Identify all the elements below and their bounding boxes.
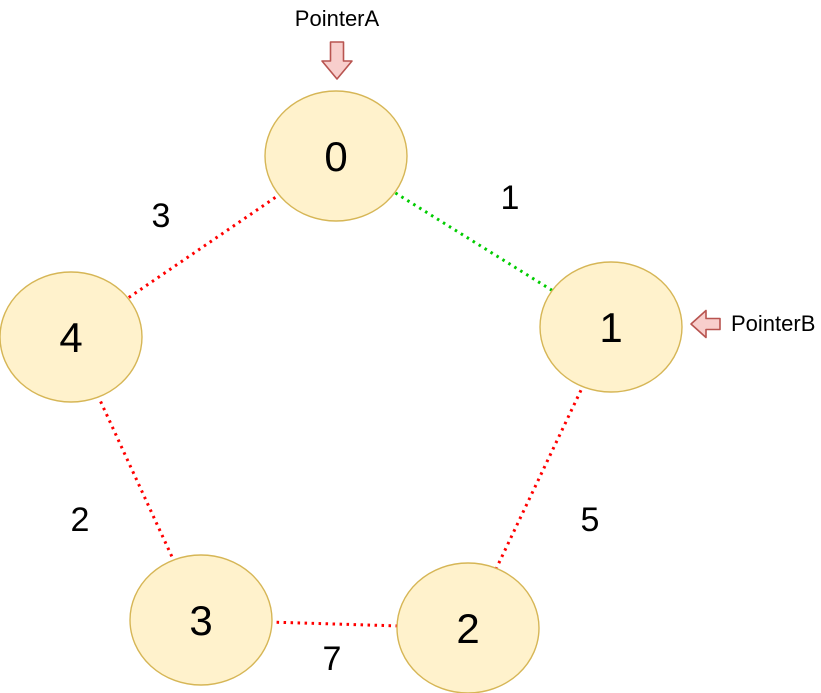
edge-3-4-weight: 2 — [71, 501, 90, 539]
pointer-a-down-arrow-icon — [321, 41, 353, 80]
node-1-label: 1 — [599, 304, 622, 351]
edge-2-3-weight: 7 — [323, 640, 342, 678]
pointer-b-left-arrow-icon — [690, 309, 721, 339]
edge-1-2-weight: 5 — [581, 501, 600, 539]
pointer-b-label: PointerB — [731, 311, 815, 336]
node-4-circle — [0, 271, 143, 403]
node-0-label: 0 — [324, 133, 347, 180]
node-2-label: 2 — [456, 605, 479, 652]
node-2-circle — [396, 562, 540, 693]
node-3-circle — [129, 554, 273, 686]
pointer-a-label: PointerA — [295, 6, 380, 31]
node-3-label: 3 — [189, 597, 212, 644]
node-1-circle — [539, 261, 683, 393]
node-0-circle — [264, 90, 408, 222]
node-4-label: 4 — [59, 314, 82, 361]
edge-0-1-weight: 1 — [501, 179, 520, 217]
edge-2-3 — [200, 618, 469, 630]
edge-0-1 — [335, 154, 612, 329]
edge-4-0-weight: 3 — [152, 197, 171, 235]
